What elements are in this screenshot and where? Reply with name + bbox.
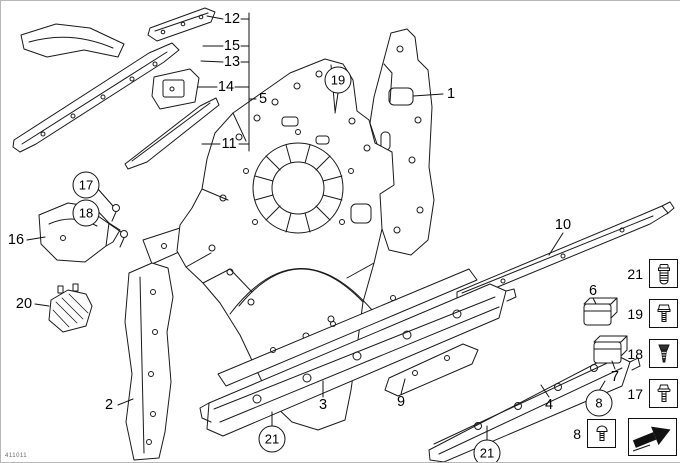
- page-forward-arrow-icon: [630, 420, 675, 454]
- legend-row-8: 8: [561, 419, 616, 448]
- part-20-hatched-bracket: [49, 284, 92, 332]
- callout-3[interactable]: 3: [319, 398, 327, 413]
- callout-16[interactable]: 16: [8, 233, 24, 248]
- legend-label-18: 18: [623, 346, 643, 362]
- legend-box-21[interactable]: [649, 259, 678, 288]
- callout-19-circled[interactable]: 19: [325, 67, 352, 94]
- legend-row-17: 17: [623, 379, 678, 408]
- callout-2[interactable]: 2: [105, 398, 113, 413]
- callout-21-circled-right[interactable]: 21: [474, 440, 501, 463]
- part-2-front-support: [125, 228, 188, 460]
- round-bolt-icon: [592, 423, 612, 445]
- legend-label-19: 19: [623, 306, 643, 322]
- flange-bolt-icon: [654, 383, 674, 405]
- callout-20[interactable]: 20: [16, 297, 32, 312]
- callout-10[interactable]: 10: [555, 218, 571, 233]
- callout-21-circled-left[interactable]: 21: [259, 426, 286, 453]
- legend-row-21: 21: [623, 259, 678, 288]
- page-forward-button[interactable]: [628, 418, 677, 456]
- callout-12[interactable]: 12: [224, 12, 240, 27]
- tapping-screw-icon: [654, 343, 674, 365]
- callout-1[interactable]: 1: [447, 87, 455, 102]
- part-6-mount-block: [584, 298, 617, 325]
- diagram-code: 411011: [5, 453, 27, 459]
- callout-6[interactable]: 6: [589, 284, 597, 299]
- legend-row-18: 18: [623, 339, 678, 368]
- callout-15[interactable]: 15: [224, 39, 240, 54]
- callout-8-circled[interactable]: 8: [586, 390, 613, 417]
- legend-label-21: 21: [623, 266, 643, 282]
- legend-box-19[interactable]: [649, 299, 678, 328]
- part-group-5-heat-shields: [13, 8, 219, 169]
- callout-4[interactable]: 4: [545, 398, 553, 413]
- callout-9[interactable]: 9: [397, 395, 405, 410]
- legend-label-17: 17: [623, 386, 643, 402]
- callout-17-circled[interactable]: 17: [73, 172, 100, 199]
- legend-label-8: 8: [561, 426, 581, 442]
- callout-18-circled[interactable]: 18: [73, 200, 100, 227]
- callout-14[interactable]: 14: [218, 80, 234, 95]
- callout-11[interactable]: 11: [221, 137, 236, 152]
- hex-bolt-icon: [654, 303, 674, 325]
- legend-box-8[interactable]: [587, 419, 616, 448]
- threaded-plug-icon: [654, 263, 674, 285]
- legend-box-17[interactable]: [649, 379, 678, 408]
- legend-row-19: 19: [623, 299, 678, 328]
- legend-box-18[interactable]: [649, 339, 678, 368]
- callout-5[interactable]: 5: [259, 92, 267, 107]
- callout-13[interactable]: 13: [224, 55, 240, 70]
- callout-7[interactable]: 7: [611, 370, 619, 385]
